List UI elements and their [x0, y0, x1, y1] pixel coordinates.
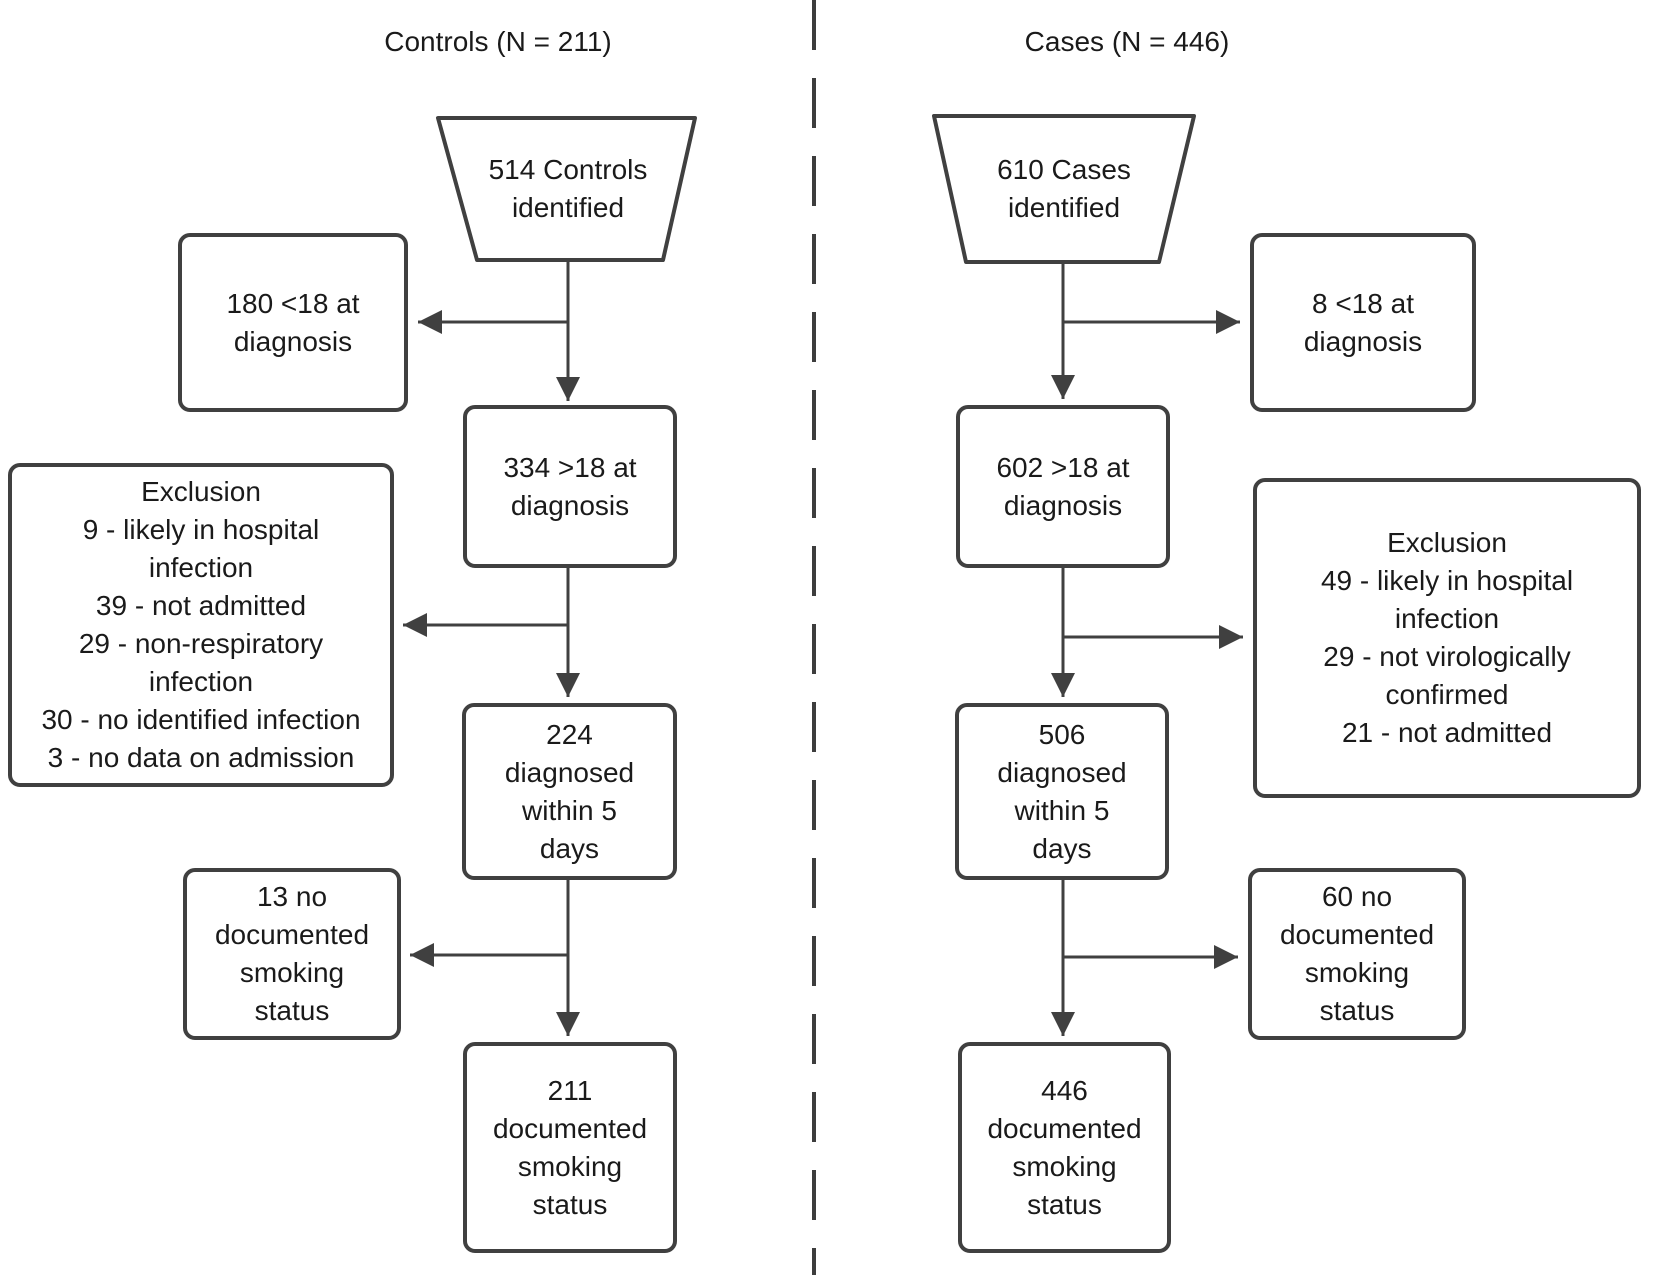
- controls-nosmoking-node: 13 no documented smoking status: [183, 868, 401, 1040]
- controls-under18-node: 180 <18 at diagnosis: [178, 233, 408, 412]
- controls-documented-node: 211 documented smoking status: [463, 1042, 677, 1253]
- controls-source-trapezoid-shape: [436, 116, 697, 262]
- controls-within5-node: 224 diagnosed within 5 days: [462, 703, 677, 880]
- controls-exclusion-node: Exclusion 9 - likely in hospital infecti…: [8, 463, 394, 787]
- cases-exclusion-node: Exclusion 49 - likely in hospital infect…: [1253, 478, 1641, 798]
- cases-column-title: Cases (N = 446): [1024, 26, 1230, 57]
- cases-under18-node: 8 <18 at diagnosis: [1250, 233, 1476, 412]
- controls-source-node-label: 514 Controls identified: [488, 154, 648, 223]
- controls-column-title: Controls (N = 211): [384, 26, 612, 57]
- cases-source-node-label: 610 Cases identified: [997, 154, 1131, 223]
- controls-over18-node: 334 >18 at diagnosis: [463, 405, 677, 568]
- cases-source-trapezoid-shape: [932, 114, 1196, 264]
- cases-nosmoking-node: 60 no documented smoking status: [1248, 868, 1466, 1040]
- cases-over18-node: 602 >18 at diagnosis: [956, 405, 1170, 568]
- cases-documented-node: 446 documented smoking status: [958, 1042, 1171, 1253]
- cases-within5-node: 506 diagnosed within 5 days: [955, 703, 1169, 880]
